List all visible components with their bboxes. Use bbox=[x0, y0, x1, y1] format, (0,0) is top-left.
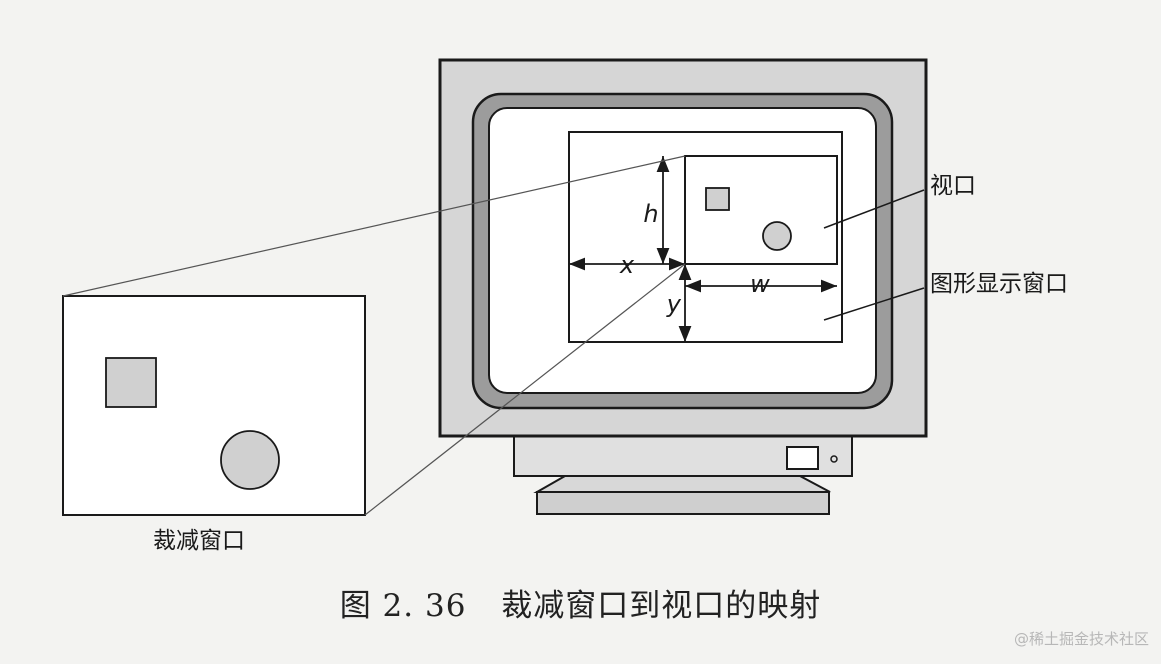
h-label: h bbox=[643, 200, 658, 228]
display-window-leader-line bbox=[823, 287, 925, 321]
figure-number: 图 2. 36 bbox=[339, 588, 467, 624]
viewport-leader-line bbox=[823, 189, 925, 229]
clip-window-label: 裁减窗口 bbox=[153, 528, 245, 554]
watermark: @稀土掘金技术社区 bbox=[1013, 630, 1149, 648]
clip-window-circle bbox=[220, 430, 280, 490]
monitor-stand-neck bbox=[533, 475, 831, 493]
power-led bbox=[830, 455, 838, 463]
y-label: y bbox=[666, 290, 682, 318]
figure-caption: 图 2. 36 裁减窗口到视口的映射 bbox=[0, 580, 1161, 625]
projection-line-top bbox=[62, 155, 686, 297]
viewport-square bbox=[705, 187, 730, 211]
w-label: w bbox=[750, 270, 770, 298]
viewport-circle bbox=[762, 221, 792, 251]
x-label: x bbox=[619, 251, 635, 279]
projection-line-bottom bbox=[364, 263, 686, 516]
power-button bbox=[786, 446, 819, 470]
clip-window-square bbox=[105, 357, 157, 408]
figure-title: 裁减窗口到视口的映射 bbox=[501, 588, 822, 624]
display-window-label: 图形显示窗口 bbox=[930, 271, 1068, 297]
viewport-label: 视口 bbox=[930, 173, 976, 199]
monitor-stand-base bbox=[536, 491, 830, 515]
